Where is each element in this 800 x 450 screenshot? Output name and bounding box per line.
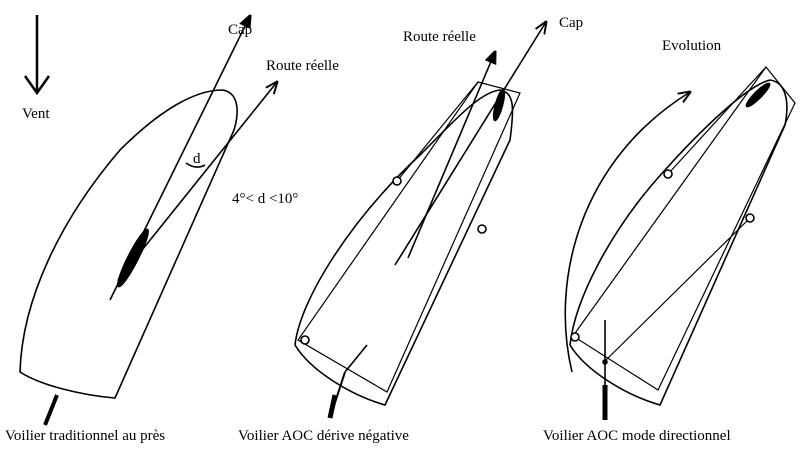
boat1-heading-label: Cap (228, 22, 253, 38)
drift-angle-label: d (193, 151, 201, 167)
track-line (407, 52, 495, 259)
angle-arc (185, 162, 206, 168)
boat2-track-label: Route réelle (403, 29, 476, 45)
pivot-point (745, 213, 755, 223)
caption-boat3: Voilier AOC mode directionnel (543, 428, 731, 444)
evolution-label: Evolution (662, 38, 722, 54)
boat1-track-label: Route réelle (266, 58, 339, 74)
hull-outline (569, 79, 788, 406)
wing-sail (492, 88, 506, 122)
evolution-arrow (564, 92, 690, 373)
hull-outline (294, 89, 514, 406)
boat-aoc-negative (294, 22, 546, 419)
boat2-heading-label: Cap (559, 15, 584, 31)
pivot-point (300, 335, 310, 345)
wind-arrow (23, 15, 51, 96)
drift-range-label: 4°< d <10° (232, 191, 299, 207)
heading-line (394, 22, 546, 266)
pivot-point (663, 169, 673, 179)
boat-aoc-directional (564, 66, 796, 420)
pivot-point (392, 176, 402, 186)
caption-boat2: Voilier AOC dérive négative (238, 428, 409, 444)
pivot-point (477, 224, 487, 234)
rudder (43, 394, 59, 426)
caption-boat1: Voilier traditionnel au près (5, 428, 166, 444)
rig-frame (297, 81, 521, 393)
track-line (117, 82, 277, 281)
wing-sail (745, 82, 771, 108)
rig-frame (572, 66, 796, 391)
boat-traditional (19, 16, 277, 426)
wind-label: Vent (22, 106, 50, 122)
keel (117, 228, 149, 288)
hull-outline (19, 89, 238, 399)
pivot-point (570, 332, 580, 342)
